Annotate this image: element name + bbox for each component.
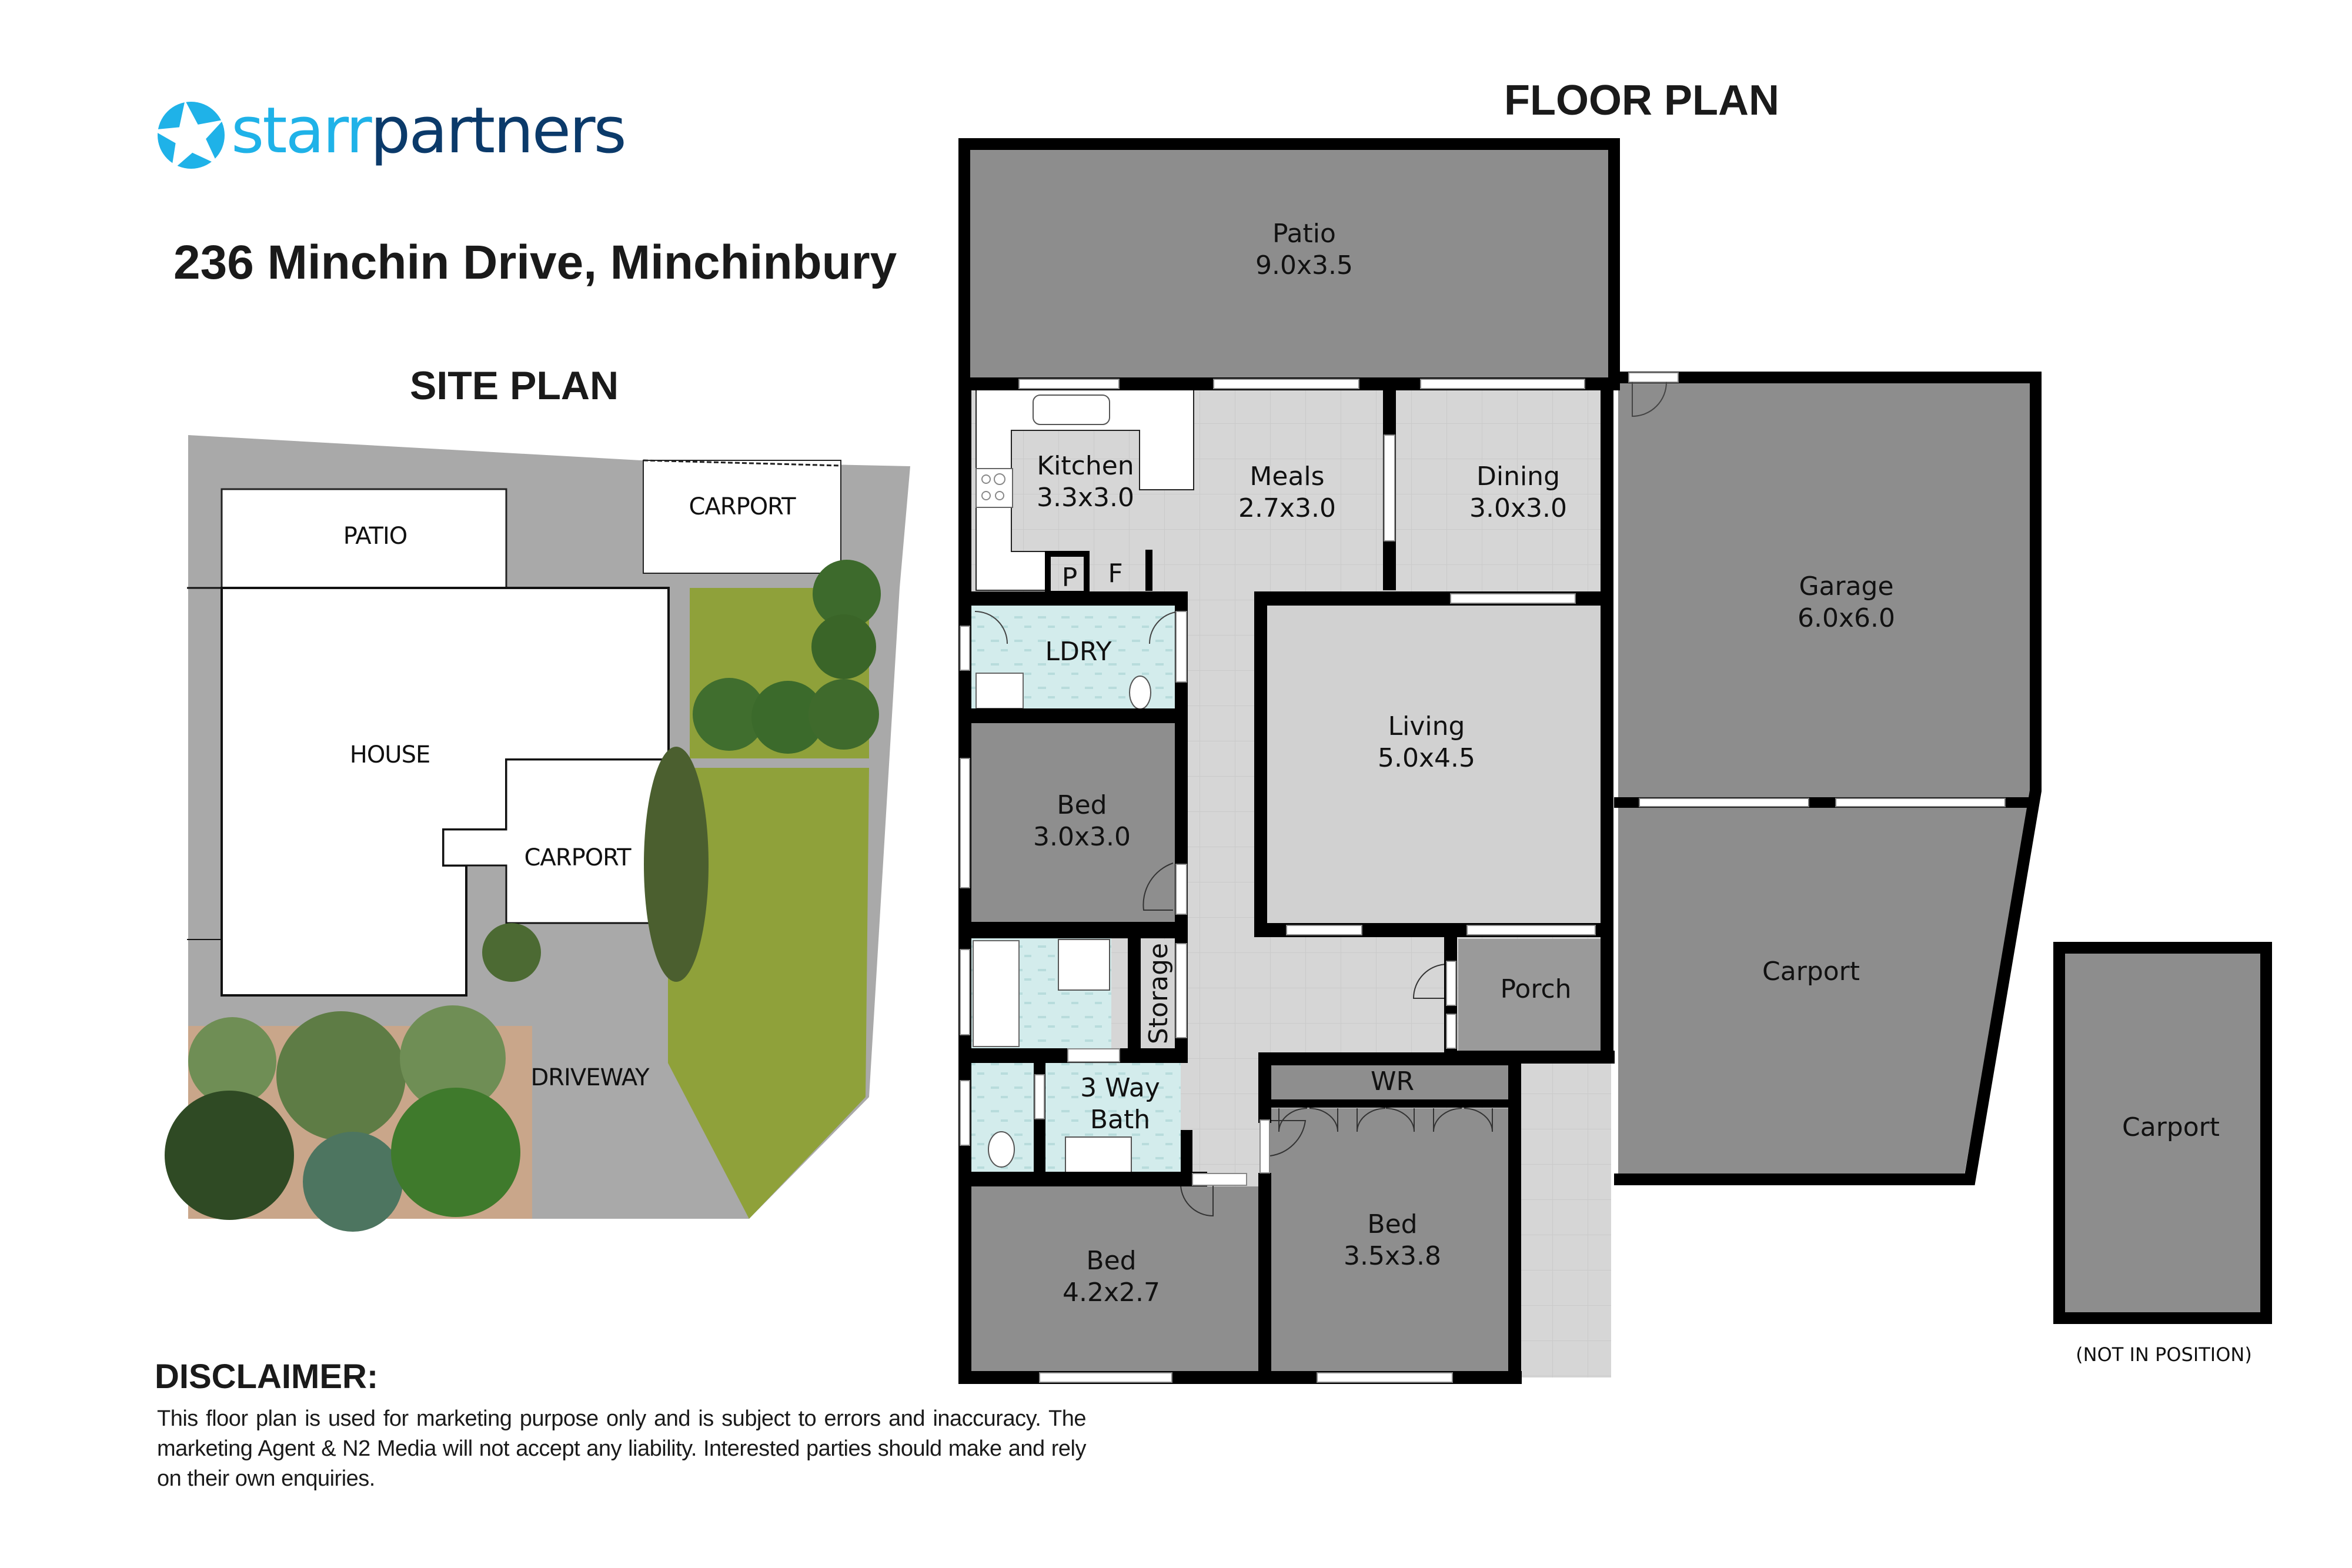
site-plan: PATIO CARPORT HOUSE CARPORT DRIVEWAY bbox=[0, 0, 941, 1235]
room-carport bbox=[1618, 807, 2030, 1177]
label-wr: WR bbox=[1370, 1066, 1415, 1096]
site-label-carport-top: CARPORT bbox=[689, 493, 796, 520]
site-plan-title: SITE PLAN bbox=[410, 363, 619, 408]
brand-logo: starrpartners bbox=[156, 94, 627, 172]
site-plan-drawing bbox=[165, 435, 910, 1232]
label-storage: Storage bbox=[1144, 942, 1174, 1045]
site-label-driveway: DRIVEWAY bbox=[530, 1064, 649, 1091]
label-porch: Porch bbox=[1500, 974, 1572, 1004]
label-carport: Carport bbox=[1762, 957, 1860, 987]
room-carport-detached bbox=[2053, 942, 2272, 1324]
room-bed1 bbox=[970, 723, 1176, 923]
room-bed2 bbox=[970, 1186, 1258, 1371]
room-porch bbox=[1458, 939, 1612, 1051]
label-fridge: F bbox=[1108, 559, 1123, 589]
star-circle-icon bbox=[158, 102, 225, 169]
label-pantry: P bbox=[1061, 563, 1078, 593]
site-label-patio: PATIO bbox=[343, 523, 408, 550]
property-address: 236 Minchin Drive, Minchinbury bbox=[173, 236, 897, 289]
room-storage bbox=[1141, 940, 1176, 1048]
not-in-position-note: (NOT IN POSITION) bbox=[2076, 1343, 2252, 1366]
label-carport-detached: Carport bbox=[2122, 1112, 2220, 1142]
site-label-carport-side: CARPORT bbox=[524, 844, 631, 871]
disclaimer-title: DISCLAIMER: bbox=[155, 1358, 379, 1396]
room-patio bbox=[964, 144, 1614, 379]
room-wr bbox=[1270, 1065, 1508, 1101]
floor-plan-title: FLOOR PLAN bbox=[1504, 77, 1779, 124]
label-laundry: LDRY bbox=[1045, 637, 1112, 667]
room-garage bbox=[1618, 381, 2030, 800]
disclaimer-body: This floor plan is used for marketing pu… bbox=[157, 1406, 1087, 1491]
room-bed3 bbox=[1270, 1108, 1508, 1371]
hedge-trees bbox=[482, 560, 881, 982]
brand-wordmark: starrpartners bbox=[231, 94, 627, 168]
front-trees bbox=[165, 1005, 520, 1232]
room-living bbox=[1267, 606, 1602, 923]
site-label-house: HOUSE bbox=[349, 741, 431, 768]
